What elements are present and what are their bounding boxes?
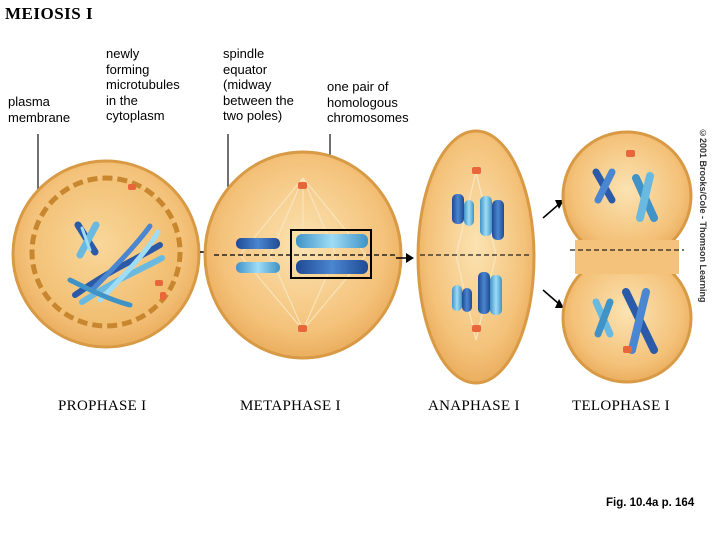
chromosome — [452, 285, 462, 311]
centrosome-icon — [472, 325, 481, 332]
stage-label-metaphase: METAPHASE I — [240, 398, 341, 414]
callout-spindle-equator: spindle equator (midway between the two … — [223, 46, 294, 123]
chromosome — [462, 288, 472, 312]
centrosome-icon — [298, 182, 307, 189]
stage-label-prophase: PROPHASE I — [58, 398, 147, 414]
anaphase-cell — [416, 129, 536, 385]
prophase-centrosomes — [128, 184, 166, 300]
callout-homologous-pair: one pair of homologous chromosomes — [327, 79, 409, 125]
centrosome-icon — [472, 167, 481, 174]
callout-plasma-membrane: plasma membrane — [8, 94, 71, 125]
centrosome-icon — [626, 150, 635, 157]
diagram-title: MEIOSIS I — [5, 4, 94, 23]
figure-caption: Fig. 10.4a p. 164 — [606, 497, 695, 509]
chromosome — [478, 272, 490, 314]
chromosome — [490, 275, 502, 315]
prophase-cell — [11, 159, 201, 349]
prophase-chromosomes — [67, 221, 165, 308]
chromosome — [492, 200, 504, 240]
stage-label-telophase: TELOPHASE I — [572, 398, 670, 414]
telophase-bottom-chromosomes — [592, 288, 658, 354]
telophase-centrosomes — [623, 150, 635, 353]
chromosome — [97, 229, 161, 303]
chromosome — [80, 226, 92, 252]
centrosome-icon — [298, 325, 307, 332]
chromosome — [296, 234, 368, 248]
arrow-anaphase-to-telophase — [542, 200, 564, 308]
arrow-metaphase-to-anaphase — [396, 253, 414, 263]
chromosome — [452, 194, 464, 224]
prophase-nuclear-envelope — [29, 175, 183, 329]
chromosome — [464, 200, 474, 226]
centrosome-icon — [160, 292, 166, 300]
centrosome-icon — [128, 184, 136, 190]
centrosome-icon — [155, 280, 163, 286]
stage-label-anaphase: ANAPHASE I — [428, 398, 520, 414]
chromosome — [480, 196, 492, 236]
callout-microtubules: newly forming microtubules in the cytopl… — [106, 46, 180, 123]
chromosome — [76, 221, 100, 259]
metaphase-chromosomes — [236, 234, 368, 274]
metaphase-centrosomes — [298, 182, 307, 332]
chromosome — [89, 223, 153, 293]
chromosome — [236, 262, 280, 273]
telophase-top-chromosomes — [592, 168, 658, 222]
anaphase-membrane — [416, 129, 536, 385]
telophase-cells — [561, 130, 693, 384]
homologous-pair-highlight — [290, 229, 372, 279]
cleavage-furrow — [575, 240, 679, 274]
metaphase-cell — [203, 150, 403, 360]
anaphase-centrosomes — [472, 167, 481, 332]
anaphase-chromosomes — [452, 194, 504, 315]
chromosome — [236, 238, 280, 249]
centrosome-icon — [623, 346, 632, 353]
copyright-notice: ©2001 Brooks/Cole - Thomson Learning — [698, 128, 708, 303]
chromosome — [67, 277, 133, 308]
chromosome — [296, 260, 368, 274]
